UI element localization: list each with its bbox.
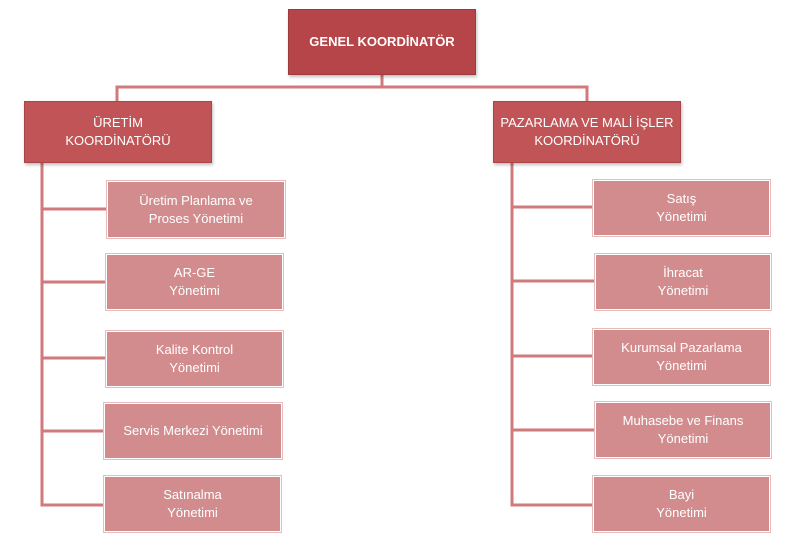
node-pazarlama-mali-isler-koordinatoru: PAZARLAMA VE MALİ İŞLER KOORDİNATÖRÜ (493, 101, 681, 163)
node-satinalma: Satınalma Yönetimi (104, 476, 281, 532)
node-bayi: Bayi Yönetimi (593, 476, 770, 532)
node-kurumsal-pazarlama: Kurumsal Pazarlama Yönetimi (593, 329, 770, 385)
node-kalite-kontrol: Kalite Kontrol Yönetimi (106, 331, 283, 387)
node-uretim-planlama: Üretim Planlama ve Proses Yönetimi (107, 181, 285, 238)
node-muhasebe-finans: Muhasebe ve Finans Yönetimi (595, 402, 771, 458)
node-genel-koordinator: GENEL KOORDİNATÖR (288, 9, 476, 75)
node-ar-ge: AR-GE Yönetimi (106, 254, 283, 310)
node-ihracat: İhracat Yönetimi (595, 254, 771, 310)
node-uretim-koordinatoru: ÜRETİM KOORDİNATÖRÜ (24, 101, 212, 163)
node-satis: Satış Yönetimi (593, 180, 770, 236)
node-servis-merkezi: Servis Merkezi Yönetimi (104, 403, 282, 459)
